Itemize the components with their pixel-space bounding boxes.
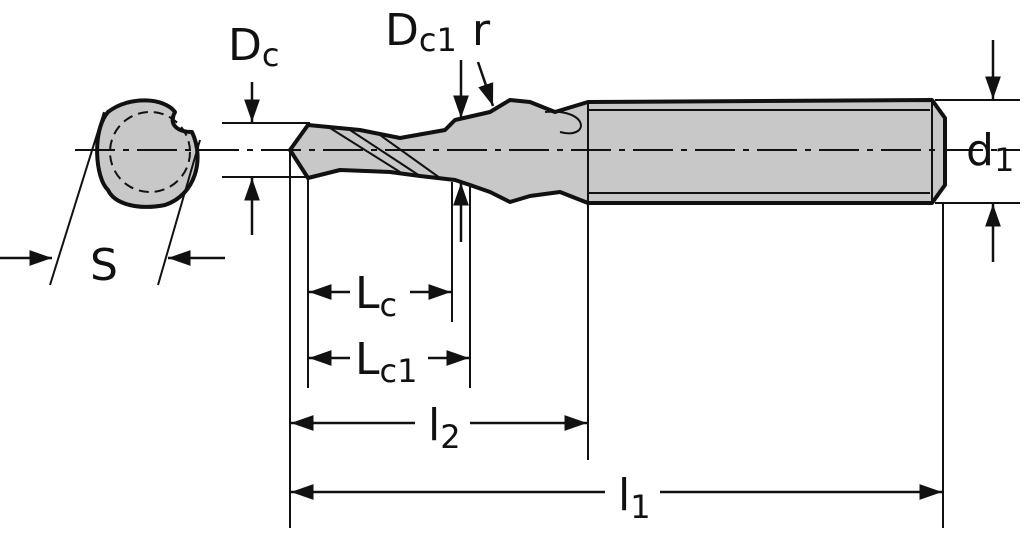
svg-text:l1: l1 bbox=[618, 470, 651, 526]
label-l2: l bbox=[428, 400, 440, 451]
s-extension-left bbox=[49, 111, 105, 286]
label-dc1-sub: c1 bbox=[419, 21, 457, 59]
svg-text:Lc1: Lc1 bbox=[355, 334, 417, 390]
end-view: S bbox=[0, 98, 225, 291]
label-d1-sub: 1 bbox=[994, 141, 1014, 179]
dim-lc: Lc bbox=[309, 268, 451, 324]
dim-dc1: Dc1 r bbox=[385, 5, 495, 242]
label-l1: l bbox=[618, 470, 630, 521]
dim-l1: l1 bbox=[291, 470, 942, 526]
svg-text:Lc: Lc bbox=[355, 268, 397, 324]
svg-text:Dc: Dc bbox=[228, 20, 279, 74]
dim-dc: Dc bbox=[222, 20, 310, 235]
label-lc-sub: c bbox=[380, 286, 398, 324]
label-dc-sub: c bbox=[262, 36, 280, 74]
label-s: S bbox=[90, 240, 118, 291]
label-lc1-sub: c1 bbox=[380, 352, 418, 390]
svg-text:l2: l2 bbox=[428, 400, 461, 456]
label-r: r bbox=[472, 5, 491, 56]
label-lc: L bbox=[355, 268, 380, 319]
label-dc: D bbox=[228, 20, 262, 71]
label-l2-sub: 2 bbox=[440, 418, 460, 456]
label-d1: d bbox=[966, 125, 994, 176]
drill-side-view bbox=[288, 98, 947, 205]
dim-lc1: Lc1 bbox=[309, 334, 469, 390]
dim-l2: l2 bbox=[291, 400, 587, 456]
svg-text:Dc1: Dc1 bbox=[385, 5, 457, 59]
label-lc1: L bbox=[355, 334, 380, 385]
label-l1-sub: 1 bbox=[630, 488, 650, 526]
dim-d1: d1 bbox=[935, 40, 1020, 262]
label-dc1: D bbox=[385, 5, 419, 56]
s-extension-right bbox=[157, 139, 201, 286]
svg-text:d1: d1 bbox=[966, 125, 1014, 179]
